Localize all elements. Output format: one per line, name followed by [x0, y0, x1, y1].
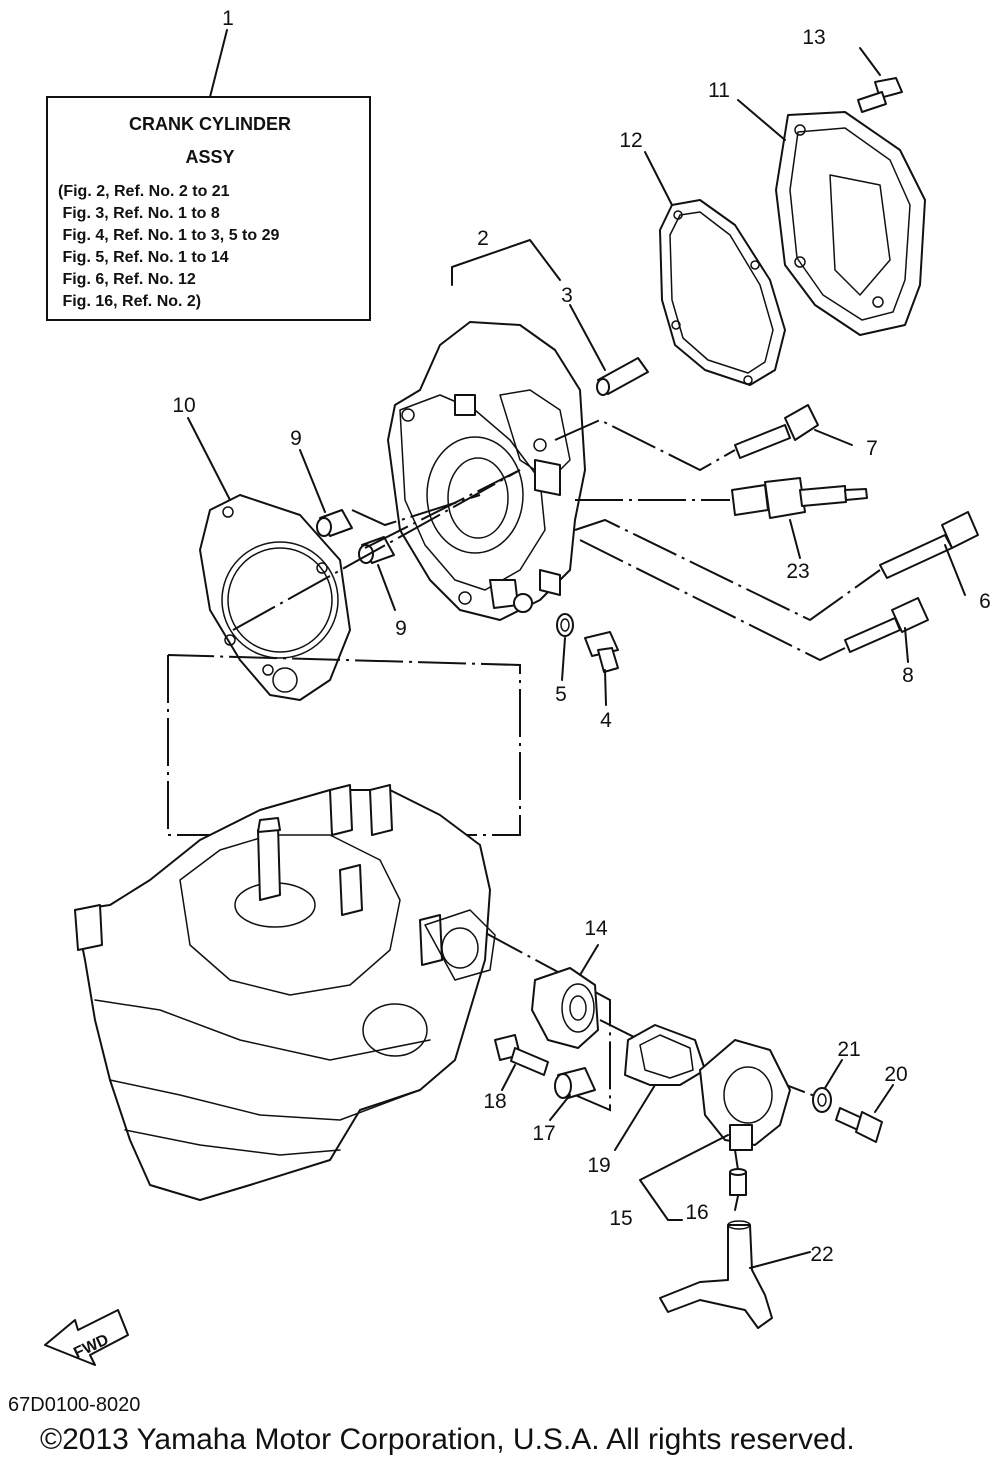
callout-5: 5 — [555, 683, 567, 706]
part-crankcase-block — [74, 784, 496, 1201]
callout-14: 14 — [584, 917, 608, 940]
callout-11: 11 — [708, 79, 730, 102]
callout-20: 20 — [884, 1063, 907, 1086]
copyright-notice: ©2013 Yamaha Motor Corporation, U.S.A. A… — [40, 1423, 855, 1456]
callout-4: 4 — [600, 709, 612, 732]
part-cylinder-head-cover — [775, 111, 926, 336]
callout-21: 21 — [837, 1038, 860, 1061]
part-bolt-7 — [734, 404, 819, 459]
callout-16: 16 — [685, 1201, 708, 1224]
part-gasket-19 — [624, 1024, 706, 1086]
part-bolt-18 — [494, 1034, 549, 1076]
callout-19: 19 — [587, 1154, 610, 1177]
part-dowel-pin-3 — [596, 357, 649, 396]
part-bolt-20 — [835, 1107, 883, 1143]
diagram-code: 67D0100-8020 — [8, 1394, 141, 1416]
part-dowel-9a — [316, 509, 353, 537]
callout-9b: 9 — [395, 617, 407, 640]
assembly-ref-line: Fig. 3, Ref. No. 1 to 8 — [58, 205, 220, 222]
callout-10: 10 — [172, 394, 195, 417]
callout-13: 13 — [802, 26, 825, 49]
part-bolt-13 — [857, 77, 903, 113]
callout-9a: 9 — [290, 427, 302, 450]
part-hose — [659, 1220, 773, 1329]
part-bolt-4 — [584, 631, 619, 673]
callout-23: 23 — [786, 560, 809, 583]
assembly-title-line1: CRANK CYLINDER — [129, 114, 291, 134]
part-head-cover-gasket — [659, 199, 786, 386]
alignment-lines — [167, 418, 881, 1171]
assembly-title-line2: ASSY — [185, 147, 234, 167]
part-washer-5 — [556, 613, 574, 637]
part-bolt-6 — [879, 511, 979, 579]
assembly-ref-line: Fig. 4, Ref. No. 1 to 3, 5 to 29 — [58, 227, 279, 244]
assembly-ref-line: Fig. 16, Ref. No. 2) — [58, 293, 201, 310]
callout-17: 17 — [532, 1122, 555, 1145]
leader-lines — [187, 47, 966, 1269]
callout-12: 12 — [619, 129, 642, 152]
callout-6: 6 — [979, 590, 991, 613]
part-cylinder-head — [387, 321, 586, 621]
callout-15: 15 — [609, 1207, 632, 1230]
callout-18: 18 — [483, 1090, 506, 1113]
part-thermostat-cover — [699, 1039, 791, 1151]
callout-8: 8 — [902, 664, 914, 687]
part-spark-plug — [731, 477, 868, 519]
part-washer-21 — [812, 1087, 832, 1113]
part-cylinder-gasket — [199, 494, 351, 701]
part-hose-fitting — [729, 1168, 747, 1196]
callout-3: 3 — [561, 284, 573, 307]
assembly-ref-line: (Fig. 2, Ref. No. 2 to 21 — [58, 183, 230, 200]
callout-22: 22 — [810, 1243, 833, 1266]
callout-2: 2 — [477, 227, 489, 250]
callout-7: 7 — [866, 437, 878, 460]
assembly-ref-line: Fig. 6, Ref. No. 12 — [58, 271, 196, 288]
forward-direction-arrow: FWD — [44, 1309, 129, 1366]
assembly-reference-box: CRANK CYLINDER ASSY (Fig. 2, Ref. No. 2 … — [46, 29, 371, 321]
part-thermostat — [531, 967, 599, 1049]
callout-1: 1 — [222, 7, 234, 30]
part-bolt-8 — [844, 597, 929, 653]
assembly-ref-line: Fig. 5, Ref. No. 1 to 14 — [58, 249, 229, 266]
part-collar-17 — [554, 1067, 596, 1099]
callout-numbers: 1 2 3 4 5 6 7 8 9 9 10 11 12 13 14 15 16… — [172, 7, 991, 1266]
